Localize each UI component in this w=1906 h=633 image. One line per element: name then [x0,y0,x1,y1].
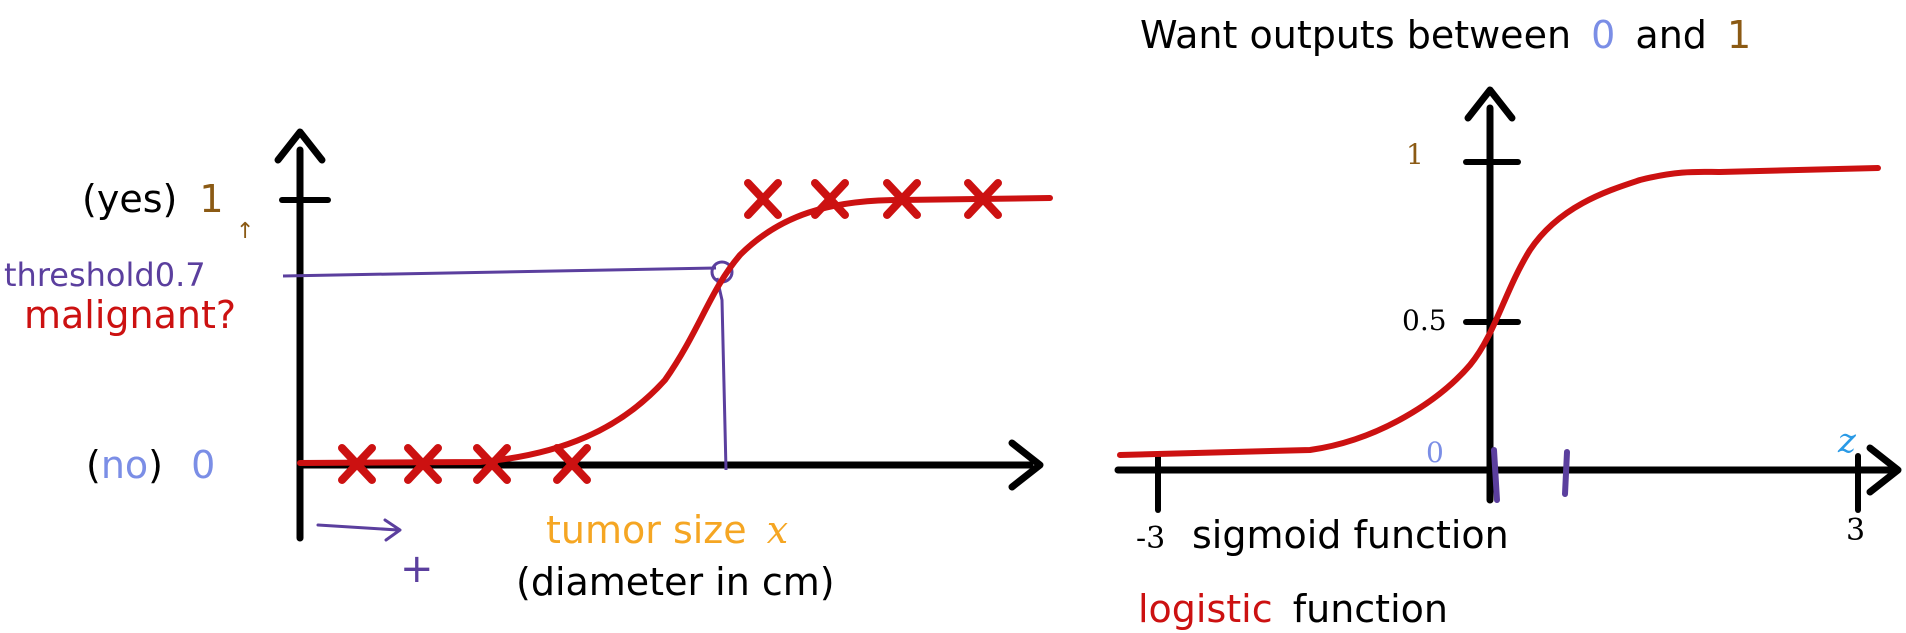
left-y-axis-arrow [274,128,326,164]
threshold-vertical-line [715,277,728,471]
sigmoid-function-label: sigmoid function [1192,513,1509,557]
threshold-label: threshold [4,256,155,294]
cross-mark [404,444,442,484]
svg-text:(yes) 1: (yes) 1 [82,177,224,221]
crosses-benign [338,444,591,484]
threshold-value: 0.7 [155,256,206,294]
increase-arrow [316,523,400,532]
svg-text:Want outputs between 0: Want outputs between 0 and 1 [1140,13,1751,57]
no-open: ( [86,443,101,487]
sigmoid-curve [1117,165,1881,458]
cross-mark [473,444,511,484]
right-x-tick-zero-mark [1491,447,1500,503]
malignant-label: malignant? [24,293,236,337]
right-y-label-half: 0.5 [1402,304,1447,337]
x-axis-variable: x [767,508,788,552]
right-y-axis-arrow [1464,86,1516,122]
plus-sign: + [400,546,434,592]
no-word: no [101,443,148,487]
right-y-label-zero: 0 [1426,436,1444,469]
crosses-malignant [744,179,1002,219]
arrow-up-mark: ↑ [236,219,254,244]
cross-mark [338,444,376,484]
no-close: ) [148,443,163,487]
left-logistic-curve [297,195,1053,466]
svg-text:logistic function: logistic function [1138,587,1448,631]
cross-mark [811,179,849,219]
right-z-label: z [1837,421,1857,461]
x-axis-label: tumor size [546,508,747,552]
svg-text:tumor size x: tumor size x [546,508,788,552]
right-title-prefix: Want outputs between [1140,13,1571,57]
right-x-axis-arrow [1866,444,1902,496]
yes-prefix: (yes) [82,177,177,221]
cross-mark [883,179,921,219]
increase-arrow-head [383,518,402,542]
threshold-horizontal-line [282,266,717,278]
right-title-one: 1 [1727,13,1751,57]
right-x-label-min: -3 [1136,521,1165,556]
right-y-label-one: 1 [1406,138,1424,171]
cross-mark [744,179,782,219]
yes-value: 1 [199,177,223,221]
svg-text:(no) 0: (no) 0 [86,443,215,487]
svg-text:threshold0.7: threshold0.7 [4,256,206,294]
right-x-tick-small-mark [1562,449,1570,497]
x-axis-sublabel: (diameter in cm) [516,560,835,604]
cross-mark [553,444,591,484]
left-plot: (yes) 1 ↑ threshold0.7 malignant? (no) 0… [4,128,1053,604]
function-word: function [1293,587,1448,631]
right-x-label-max: 3 [1846,513,1865,548]
cross-mark [964,179,1002,219]
logistic-word: logistic [1138,587,1273,631]
right-title-and: and [1635,13,1707,57]
no-value: 0 [191,443,215,487]
right-title-zero: 0 [1591,13,1615,57]
right-plot: Want outputs between 0 and 1 1 0.5 0 z -… [1114,13,1902,631]
left-x-axis-arrow [1008,439,1044,491]
